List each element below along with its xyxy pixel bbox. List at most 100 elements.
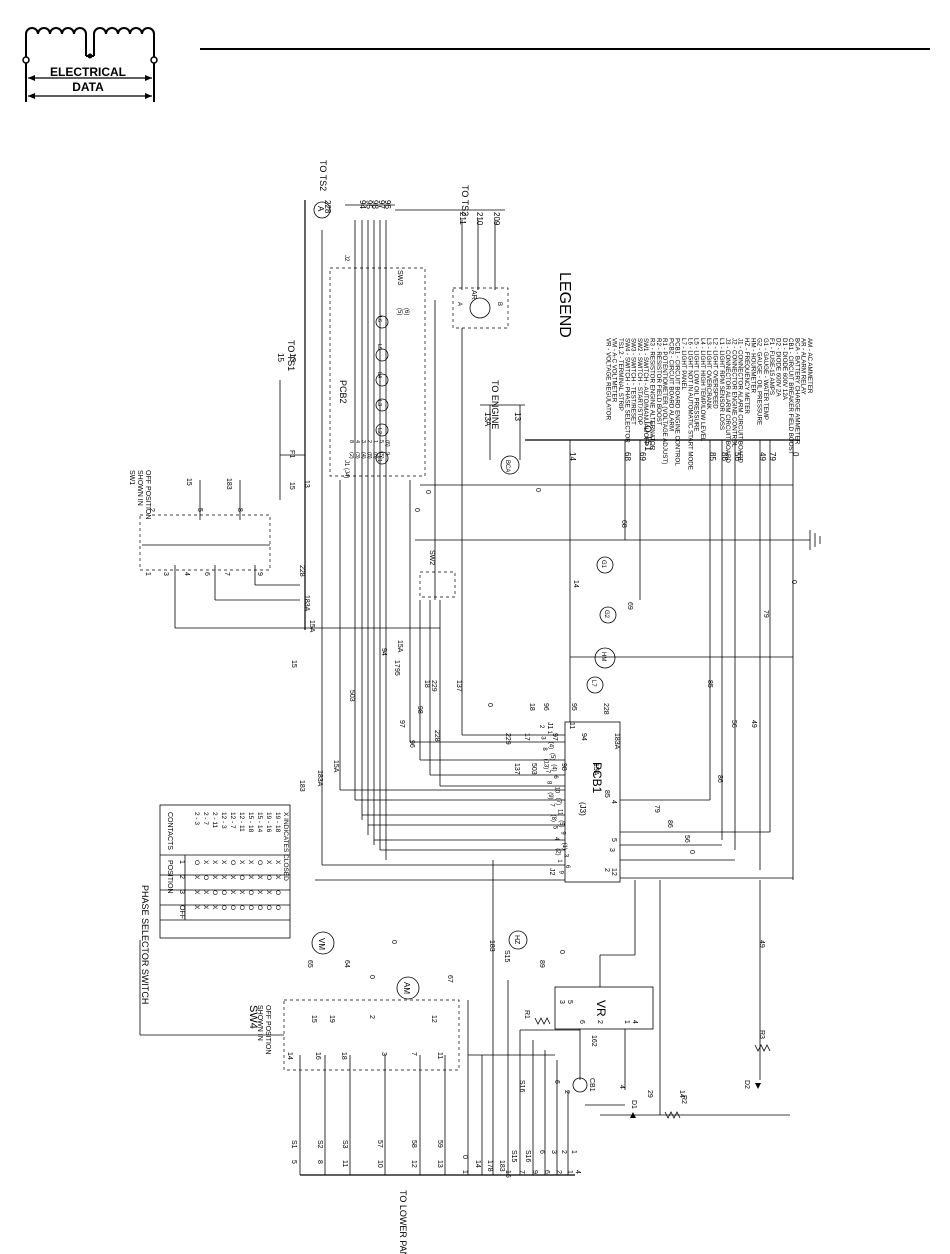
legend-item: PCB2 - CIRCUIT BOARD ALARM (667, 338, 674, 431)
pcb1-pin: 4 (553, 837, 559, 841)
resistor-r3-icon (754, 1044, 771, 1052)
pcb1-wire-number: 228 (602, 703, 609, 715)
phase-table-mark: O (202, 875, 209, 880)
sw4-wire-number: 162 (590, 1035, 597, 1047)
legend-item: L3 - LIGHT OVERCRANK (705, 338, 712, 410)
pcb2-pin: 3 (360, 440, 366, 443)
g2-gauge-icon (599, 606, 617, 624)
phase-table-mark: X (247, 875, 254, 880)
sw4-terminal: 3 (380, 1052, 387, 1056)
legend-item: D1 - DIODE 600V 12A (781, 338, 788, 401)
to-lower-panel-label: TO LOWER PANEL (398, 1190, 408, 1254)
ts2-wire-number: 94 (358, 200, 367, 209)
vr-pin: 1 (623, 1020, 630, 1024)
pcb1-pin: 5 (552, 826, 558, 830)
bca-meter-icon (500, 455, 520, 475)
legend-item: L4 - LIGHT HIGH TEMP/LOW LEVEL (699, 338, 706, 442)
pcb1-pin: (7) (555, 798, 561, 805)
pcb1-pin: 12 (610, 868, 617, 876)
lower-panel-wire-number: S16 (524, 1150, 531, 1163)
pcb2-light-label: L6 (376, 316, 382, 322)
sw1-wire-number: 183A (303, 595, 310, 612)
pcb1-pin: 3 (540, 736, 546, 740)
wire-number: 15A (332, 760, 339, 773)
phase-table-header: CONTACTS (166, 812, 173, 850)
pcb1-wire-number: 18 (528, 703, 535, 711)
lower-panel-wire-number: 178 (486, 1160, 493, 1172)
sw4-terminal: 2 (368, 1015, 375, 1019)
to-ts2-label: TO TS2 (460, 185, 470, 216)
sw4-terminal: 12 (430, 1015, 437, 1023)
legend-item: F1 - FUSE-15 AMPS (768, 338, 775, 395)
bca-label: BCA (504, 460, 510, 472)
header-rule (200, 48, 930, 50)
pcb1-wire-number: 183A (613, 733, 620, 750)
pcb1-pin: (1) (561, 843, 567, 850)
sw1-terminal: 5 (196, 508, 203, 512)
wire-number: 17 (393, 660, 400, 668)
phase-table-contacts: 12 - 7 (229, 812, 236, 829)
ar-label: AR (470, 290, 477, 300)
cb1-label: CB1 (588, 1078, 595, 1092)
legend-item: R3 - RESISTOR ENGINE ALTERNATOR (649, 338, 656, 451)
alarm-light-icon (375, 348, 389, 362)
to-ts2-label: TO TS2 (318, 160, 328, 191)
phase-table-mark: O (211, 890, 218, 895)
engine-wire-number: 13A (483, 412, 492, 427)
hourmeter-icon (594, 647, 616, 669)
sw4-wire-number: 65 (306, 960, 313, 968)
phase-table-contacts: 19 - 18 (274, 812, 281, 833)
phase-table-column: OFF (178, 905, 185, 919)
pcb1-pin: 4 (610, 800, 617, 804)
lower-panel-wire-number: 6 (538, 1150, 545, 1154)
sw1-terminal: 2 (148, 508, 155, 512)
phase-table-mark: X (265, 890, 272, 895)
pcb1-pin: (5) (549, 753, 555, 760)
legend-item: J1 - CONNECTOR ALARM CIRCUIT BOARD (737, 338, 744, 463)
lower-panel-wire-number: 0 (461, 1155, 468, 1159)
phase-table-mark: X (202, 860, 209, 865)
legend-item: AR - ALARM RELAY (800, 338, 807, 395)
sw4-terminal: 19 (328, 1015, 335, 1023)
lower-panel-wire-number: 2 (555, 1170, 562, 1174)
sw4-label: SHOWN IN (256, 1005, 263, 1041)
vr-box (554, 986, 654, 1030)
pcb1-pin: 7 (549, 803, 555, 807)
phase-table-contacts: 2 - 7 (202, 812, 209, 825)
pcb1-pin: 8 (541, 747, 547, 751)
lower-panel-wire-number: 1 (461, 1170, 468, 1174)
sw1-wire-number: 228 (298, 565, 305, 577)
engine-wire-number: 13 (513, 412, 522, 421)
phase-table-mark: O (247, 890, 254, 895)
phase-table-mark: O (220, 905, 227, 910)
phase-table-mark: X (193, 875, 200, 880)
ts2-wire-number: 95 (364, 200, 373, 209)
lower-panel-wire-number: 1 (570, 1150, 577, 1154)
pcb1-wire-number: 0 (688, 850, 695, 854)
phase-table-frame (159, 804, 291, 939)
j2-label: J2 (548, 868, 555, 876)
legend-item: HZ - FREQUENCY METER (743, 338, 750, 414)
phase-table-mark: X (202, 905, 209, 910)
ts1-wire-number: 49 (758, 452, 767, 461)
phase-table-mark: X (274, 875, 281, 880)
coil-icon (22, 27, 158, 102)
vr-pin: 6 (578, 1020, 585, 1024)
sw4-wire-number: 6 (553, 1080, 560, 1084)
sw3-pin: (6) (403, 308, 409, 315)
pcb1-pin: (8) (550, 815, 556, 822)
vr-pin: 2 (596, 1020, 603, 1024)
ts2-wire-number: 210 (475, 212, 484, 226)
alarm-light-icon (375, 423, 389, 437)
legend-item: CB1 - CIRCUIT BREAKER FIELD BOOST (787, 338, 794, 455)
pcb1-pin: 11 (557, 809, 563, 816)
phase-table-mark: O (256, 860, 263, 865)
vr-pin: 4 (631, 1020, 638, 1024)
legend-item: SW4 - SWITCH - PHASE SELECTOR (623, 338, 630, 443)
sw1-box (139, 514, 271, 571)
sw1-wire-number: 15 (185, 478, 192, 486)
phase-table-contacts: 12 - 3 (220, 812, 227, 829)
lower-panel-wire-number: 58 (410, 1140, 417, 1148)
legend-item: TS1,2 - TERMINAL STRIP (617, 338, 624, 411)
